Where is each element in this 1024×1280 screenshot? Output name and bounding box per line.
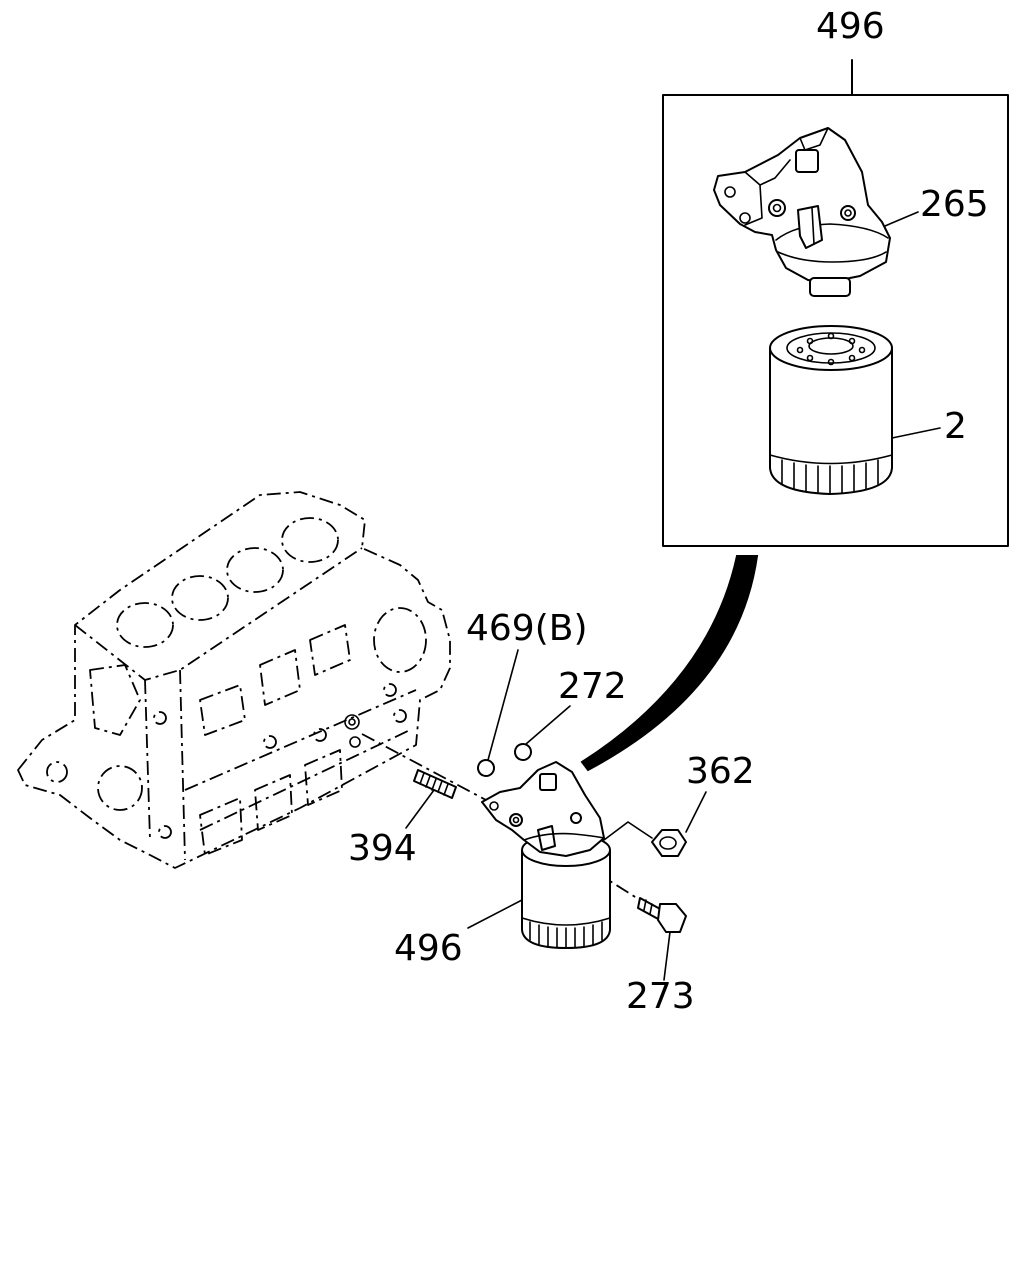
engine-block (17, 491, 451, 869)
leader-2 (891, 427, 941, 439)
leader-265 (884, 211, 919, 227)
transition-arrow (580, 555, 759, 772)
leader-469b (487, 649, 519, 761)
callout-assembly-bottom: 496 (394, 928, 463, 969)
cartridge-2 (769, 325, 893, 495)
callout-stud: 394 (348, 828, 417, 869)
stud-394 (413, 769, 457, 799)
leader-394 (405, 789, 435, 829)
leader-272 (525, 705, 571, 745)
nut-362 (651, 829, 687, 857)
callout-bolt: 273 (626, 976, 695, 1017)
callout-cartridge: 2 (944, 406, 967, 447)
leader-496-bottom (467, 899, 523, 929)
callout-nut: 362 (686, 751, 755, 792)
inset-box (662, 59, 1009, 547)
bolt-273 (637, 897, 687, 933)
leader-362 (685, 791, 707, 833)
callout-assembly-top: 496 (816, 6, 885, 47)
leader-362-b (603, 821, 653, 841)
filter-assembly-496 (481, 761, 611, 949)
o-ring-272 (514, 743, 532, 761)
filter-head-265 (713, 127, 891, 297)
leader-273 (663, 931, 671, 981)
centerline (361, 733, 487, 801)
callout-o-ring: 272 (558, 666, 627, 707)
callout-gasket-b: 469(B) (466, 608, 588, 649)
callout-head: 265 (920, 184, 989, 225)
gasket-469b (477, 759, 495, 777)
